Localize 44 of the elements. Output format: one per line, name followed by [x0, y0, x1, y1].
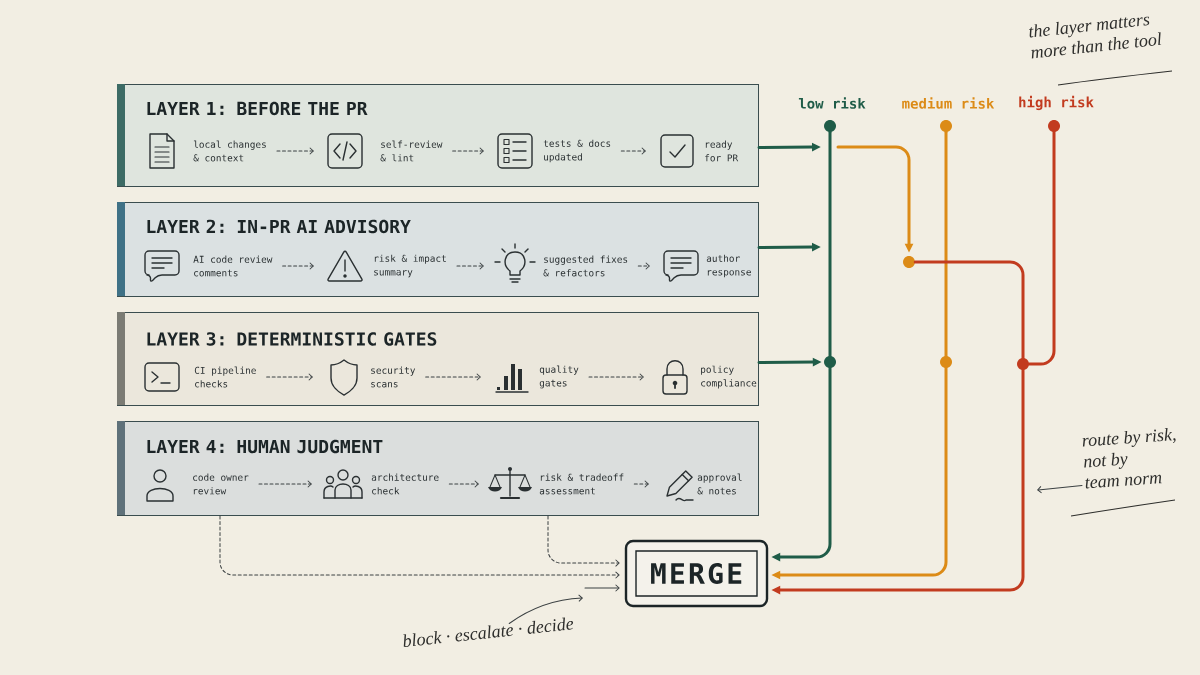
- step-label: CI pipeline checks: [194, 366, 256, 388]
- dashed-arrow: [620, 147, 646, 155]
- risk-label: low risk: [798, 97, 866, 109]
- step-label: approval & notes: [697, 473, 742, 495]
- step-label: AI code review comments: [193, 255, 273, 277]
- handwritten-note: block · escalate · decide: [403, 617, 574, 647]
- route-line: [944, 130, 948, 358]
- risk-label: medium risk: [902, 97, 995, 109]
- dashed-arrow: [425, 373, 481, 381]
- arrow: [584, 584, 620, 592]
- dashed-arrow: [276, 147, 314, 155]
- step-label: tests & docs updated: [543, 139, 611, 163]
- route-line: [1027, 130, 1056, 366]
- step-label: quality gates: [539, 365, 579, 389]
- dashed-arrow: [448, 480, 479, 488]
- route-line: [828, 130, 832, 358]
- route-line: [913, 260, 1025, 360]
- dashed-arrow: [547, 515, 620, 567]
- dashed-arrow: [266, 373, 313, 381]
- step-label: risk & tradeoff assessment: [539, 473, 624, 495]
- step-label: author response: [706, 254, 751, 278]
- dashed-arrow: [282, 262, 314, 270]
- dashed-arrow: [633, 480, 649, 488]
- step-label: architecture check: [371, 473, 439, 495]
- risk-label: high risk: [1019, 95, 1094, 111]
- step-label: security scans: [371, 366, 416, 388]
- step-label: risk & impact summary: [374, 254, 446, 278]
- leader-arrow: [1037, 484, 1083, 494]
- step-label: self-review & lint: [380, 140, 443, 162]
- dashed-arrow: [219, 515, 620, 579]
- dashed-arrow: [456, 262, 484, 270]
- step-label: suggested fixes & refactors: [543, 255, 628, 277]
- merge-box: MERGE: [624, 539, 769, 608]
- dashed-arrow: [637, 262, 650, 270]
- step-label: policy compliance: [701, 365, 757, 389]
- handwritten-note: route by risk, not by team norm: [1082, 428, 1176, 489]
- handwritten-note: the layer matters more than the tool: [1029, 16, 1162, 59]
- dashed-arrow: [258, 480, 312, 488]
- dashed-arrow: [452, 147, 484, 155]
- dashed-arrow: [588, 373, 644, 381]
- step-label: code owner review: [193, 473, 249, 495]
- step-label: local changes & context: [193, 140, 266, 162]
- step-label: ready for PR: [705, 140, 739, 162]
- leader-arrow: [508, 594, 583, 624]
